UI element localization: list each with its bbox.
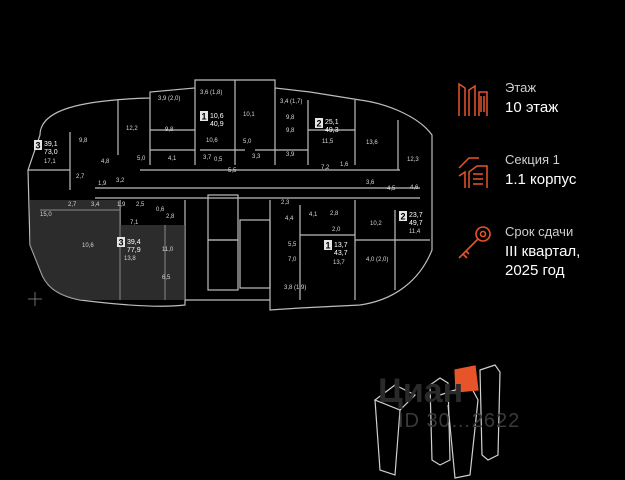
apartment-area-living: 25,1 <box>325 119 339 126</box>
room-area: 3,6 <box>366 180 375 186</box>
apartment-rooms: 1 <box>202 112 207 122</box>
key-icon <box>458 226 491 259</box>
section-icon <box>458 157 488 188</box>
watermark-id: ID 30…2622 <box>398 410 521 432</box>
apartment-area-total: 77,9 <box>127 247 141 254</box>
room-area: 5,0 <box>243 139 252 145</box>
room-area: 1,9 <box>98 181 107 187</box>
room-area: 15,0 <box>40 212 52 218</box>
section-label: Секция 1 <box>505 152 560 167</box>
room-area: 6,5 <box>162 275 171 281</box>
room-area: 2,0 <box>332 227 341 233</box>
deadline-label: Срок сдачи <box>505 224 574 239</box>
room-area: 4,8 <box>101 159 110 165</box>
room-area: 9,8 <box>165 127 174 133</box>
apartment-area-total: 49,7 <box>409 220 423 227</box>
building-silhouette-icon <box>373 364 501 479</box>
room-area: 4,5 <box>387 186 396 192</box>
room-area: 10,6 <box>82 243 94 249</box>
room-area: 2,8 <box>330 211 339 217</box>
room-area: 10,6 <box>206 138 218 144</box>
apartment-area-total: 43,7 <box>334 250 348 257</box>
apartment-area-total: 73,0 <box>44 149 58 156</box>
apartment-area-living: 23,7 <box>409 212 423 219</box>
room-area: 1,9 <box>117 202 126 208</box>
room-area: 4,6 <box>410 185 419 191</box>
room-area: 11,0 <box>162 247 174 253</box>
room-area: 11,5 <box>322 139 334 145</box>
building-outline <box>27 79 433 311</box>
room-area: 3,6 (1,8) <box>200 90 222 96</box>
room-area: 4,0 (2,0) <box>366 257 388 263</box>
room-area: 2,7 <box>68 202 77 208</box>
floor-label: Этаж <box>505 80 537 95</box>
room-area: 3,9 (2,0) <box>158 96 180 102</box>
corridor <box>95 169 420 199</box>
room-area: 2,8 <box>166 214 175 220</box>
room-area: 17,1 <box>44 159 56 165</box>
room-area: 13,8 <box>124 256 136 262</box>
apartment-area-living: 39,1 <box>44 141 58 148</box>
room-area: 4,1 <box>168 156 177 162</box>
room-area: 3,8 (1,9) <box>284 285 306 291</box>
apartment-area-fill <box>120 225 185 300</box>
core-shaft-2 <box>207 239 239 291</box>
apartment-rooms: 3 <box>36 141 41 151</box>
room-area: 3,7 <box>203 155 212 161</box>
core-shaft-1 <box>207 194 239 241</box>
room-area: 7,1 <box>130 220 139 226</box>
apartment-rooms: 2 <box>401 212 406 222</box>
apartment-rooms: 2 <box>317 119 322 129</box>
apartment-rooms: 3 <box>119 238 124 248</box>
room-area: 10,1 <box>243 112 255 118</box>
apartment-area-living: 13,7 <box>334 242 348 249</box>
compass-icon <box>28 292 42 306</box>
room-area: 3,4 <box>91 202 100 208</box>
room-area: 5,0 <box>137 156 146 162</box>
room-area: 4,4 <box>285 216 294 222</box>
room-area: 11,4 <box>409 229 421 235</box>
room-area: 9,8 <box>286 115 295 121</box>
room-area: 9,8 <box>286 128 295 134</box>
room-area: 7,0 <box>288 257 297 263</box>
apartment-area-total: 40,9 <box>210 121 224 128</box>
room-area: 12,2 <box>126 126 138 132</box>
room-area: 3,3 <box>252 154 261 160</box>
core-stairs <box>239 219 271 289</box>
room-area: 2,3 <box>281 200 290 206</box>
room-area: 3,2 <box>116 178 125 184</box>
room-area: 3,9 <box>286 152 295 158</box>
room-area: 9,8 <box>79 138 88 144</box>
room-area: 5,5 <box>288 242 297 248</box>
section-value: 1.1 корпус <box>505 171 577 188</box>
room-area: 2,5 <box>136 202 145 208</box>
room-area: 10,2 <box>370 221 382 227</box>
room-area: 3,4 (1,7) <box>280 99 302 105</box>
apartment-area-living: 39,4 <box>127 239 141 246</box>
room-area: 13,6 <box>366 140 378 146</box>
deadline-value-line2: 2025 год <box>505 262 565 279</box>
room-area: 0,6 <box>156 207 165 213</box>
building-floors-icon <box>458 82 488 116</box>
apartment-area-fill <box>30 200 120 300</box>
watermark-logo: Циан <box>378 372 464 410</box>
room-area: 12,3 <box>407 157 419 163</box>
room-area: 7,2 <box>321 165 330 171</box>
room-area: 5,5 <box>228 168 237 174</box>
floor-value: 10 этаж <box>505 99 559 116</box>
apartment-area-living: 10,6 <box>210 113 224 120</box>
room-area: 0,5 <box>214 157 223 163</box>
room-area: 4,1 <box>309 212 318 218</box>
deadline-value-line1: III квартал, <box>505 243 581 260</box>
room-area: 1,6 <box>340 162 349 168</box>
room-area: 2,7 <box>76 174 85 180</box>
room-area: 13,7 <box>333 260 345 266</box>
apartment-area-total: 49,3 <box>325 127 339 134</box>
apartment-rooms: 1 <box>326 241 331 251</box>
